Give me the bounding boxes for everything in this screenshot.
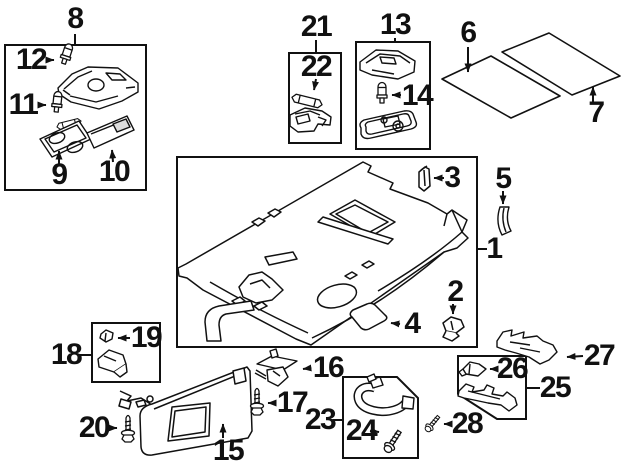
callout-7: 7 <box>588 96 605 129</box>
screw-28-drawing <box>422 413 443 435</box>
callout-6: 6 <box>460 16 477 49</box>
insulator-7-drawing <box>501 32 621 96</box>
map-lamp-housing-drawing <box>289 107 332 133</box>
bracket-rail-25-drawing <box>457 383 518 412</box>
callout-9: 9 <box>51 158 68 191</box>
bulb-11-drawing <box>50 90 64 114</box>
dome-lamp-lens-drawing <box>359 110 418 140</box>
overhead-console-drawing <box>57 66 139 110</box>
molding-5-drawing <box>497 206 512 236</box>
callout-12: 12 <box>15 43 48 76</box>
visor-harness-drawing <box>118 390 155 410</box>
callout-11: 11 <box>8 88 39 121</box>
grab-handle-drawing <box>353 373 415 417</box>
leader-lines <box>74 34 540 421</box>
lamp-lens-9-drawing <box>39 120 92 158</box>
clip-2-drawing <box>442 316 465 342</box>
callout-14: 14 <box>401 79 434 112</box>
bulb-14-drawing <box>376 81 388 104</box>
pad-4-drawing <box>349 302 388 331</box>
festoon-bulb-22-drawing <box>290 92 324 110</box>
callout-22: 22 <box>300 50 333 83</box>
callout-20: 20 <box>78 411 111 444</box>
arrows <box>37 47 597 438</box>
callout-8: 8 <box>67 2 84 35</box>
callout-21: 21 <box>300 10 333 43</box>
callout-23: 23 <box>304 403 337 436</box>
callout-28: 28 <box>451 407 484 440</box>
screw-20-drawing <box>120 414 136 443</box>
callout-3: 3 <box>444 161 461 194</box>
clip-3-drawing <box>418 165 431 192</box>
group-box-23 <box>342 376 419 459</box>
group-box-18 <box>91 322 161 383</box>
insulator-6-drawing <box>441 55 561 119</box>
visor-clip-18-drawing <box>97 349 128 378</box>
lamp-lens-10-drawing <box>86 115 135 149</box>
clip-19-drawing <box>99 329 114 343</box>
clip-26-drawing <box>458 361 487 377</box>
visor-bracket-16-drawing <box>254 348 298 387</box>
callout-19: 19 <box>130 321 163 354</box>
callout-26: 26 <box>496 352 529 385</box>
callout-15: 15 <box>212 434 245 467</box>
group-box-1 <box>176 156 478 348</box>
callout-25: 25 <box>539 371 572 404</box>
callout-1: 1 <box>486 232 503 265</box>
callout-5: 5 <box>495 162 512 195</box>
callout-24: 24 <box>345 414 378 447</box>
callout-10: 10 <box>98 155 131 188</box>
roof-bracket-27-drawing <box>496 329 558 365</box>
callout-13: 13 <box>379 8 412 41</box>
callout-17: 17 <box>276 386 309 419</box>
callout-16: 16 <box>312 351 345 384</box>
callout-4: 4 <box>404 307 421 340</box>
headliner-panel-drawing <box>177 161 469 346</box>
callout-27: 27 <box>583 339 616 372</box>
screw-24-drawing <box>380 427 405 456</box>
dome-lamp-housing-drawing <box>359 49 416 80</box>
callout-2: 2 <box>447 275 464 308</box>
callout-18: 18 <box>50 338 83 371</box>
group-box-25 <box>457 355 527 420</box>
screw-17-drawing <box>249 387 265 416</box>
group-box-13 <box>355 41 431 150</box>
